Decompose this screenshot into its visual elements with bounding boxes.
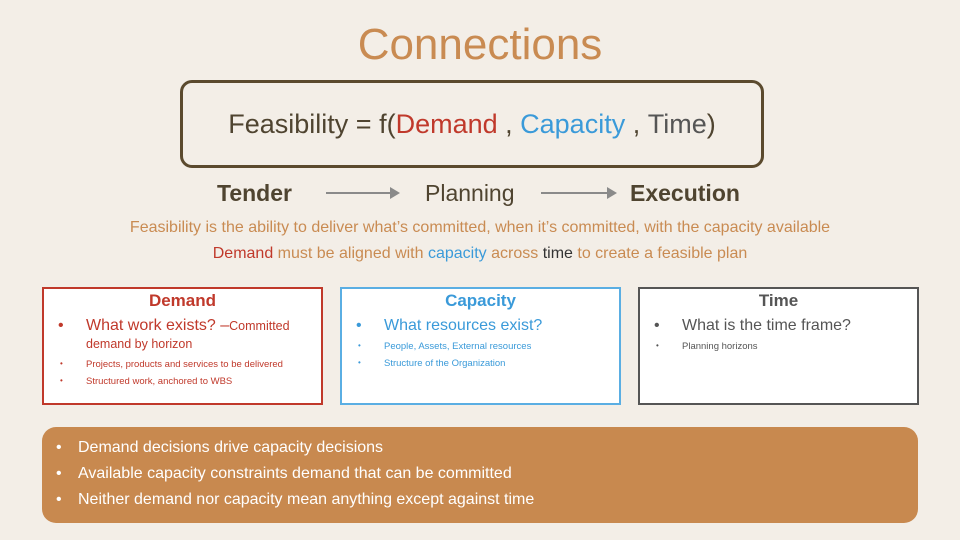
formula-prefix: Feasibility = f( xyxy=(228,108,396,139)
formula-suffix: ) xyxy=(706,108,716,139)
capacity-item: Structure of the Organization xyxy=(384,358,506,369)
bullet-icon: • xyxy=(656,341,659,350)
alignment-statement: Demand must be aligned with capacity acr… xyxy=(0,245,960,263)
bullet-icon: • xyxy=(654,317,660,334)
flow-planning: Planning xyxy=(425,180,515,206)
statement-capacity: capacity xyxy=(427,245,487,262)
key-points-banner: • Demand decisions drive capacity decisi… xyxy=(42,427,918,523)
list-item: • Projects, products and services to be … xyxy=(58,359,315,370)
time-item: Planning horizons xyxy=(682,341,758,352)
capacity-main-question: What resources exist? xyxy=(384,317,543,334)
banner-text: Available capacity constraints demand th… xyxy=(78,465,512,482)
process-flow: Tender Planning Execution xyxy=(0,180,960,210)
demand-box: Demand • What work exists? –Committed de… xyxy=(42,287,323,405)
bullet-icon: • xyxy=(60,359,63,368)
bullet-icon: • xyxy=(60,376,63,385)
list-item: • Structured work, anchored to WBS xyxy=(58,376,315,387)
capacity-box: Capacity • What resources exist? • Peopl… xyxy=(340,287,621,405)
demand-item: Structured work, anchored to WBS xyxy=(86,376,233,387)
formula-capacity: Capacity xyxy=(520,108,626,139)
demand-main-question: What work exists? – xyxy=(86,317,230,334)
statement-part-2: across xyxy=(486,245,543,262)
statement-demand: Demand xyxy=(212,245,274,262)
feasibility-definition: Feasibility is the ability to deliver wh… xyxy=(129,219,831,236)
formula-sep-1: , xyxy=(497,108,521,139)
statement-part-3: to create a feasible plan xyxy=(572,245,748,262)
list-item: • What resources exist? xyxy=(356,317,613,335)
time-box-title: Time xyxy=(758,291,799,310)
list-item: • Structure of the Organization xyxy=(356,358,613,369)
formula-box: Feasibility = f(Demand , Capacity , Time… xyxy=(180,80,764,168)
banner-item: • Neither demand nor capacity mean anyth… xyxy=(56,489,904,515)
demand-item: Projects, products and services to be de… xyxy=(86,359,283,370)
time-box: Time • What is the time frame? • Plannin… xyxy=(638,287,919,405)
slide-title: Connections xyxy=(357,20,603,69)
arrow-right-icon xyxy=(326,187,400,199)
bullet-icon: • xyxy=(56,439,62,456)
statement-time: time xyxy=(542,245,573,262)
list-item: • What is the time frame? xyxy=(654,317,911,335)
demand-main-extra: Committed demand by horizon xyxy=(86,319,290,351)
bullet-icon: • xyxy=(358,358,361,367)
capacity-item: People, Assets, External resources xyxy=(384,341,532,352)
bullet-icon: • xyxy=(356,317,362,334)
flow-tender: Tender xyxy=(217,180,292,206)
formula-demand: Demand xyxy=(395,108,498,139)
demand-box-title: Demand xyxy=(148,291,217,310)
bullet-icon: • xyxy=(56,491,62,508)
bullet-icon: • xyxy=(58,317,64,334)
list-item: • Planning horizons xyxy=(654,341,911,352)
banner-item: • Available capacity constraints demand … xyxy=(56,463,904,489)
bullet-icon: • xyxy=(358,341,361,350)
list-item: • People, Assets, External resources xyxy=(356,341,613,352)
banner-item: • Demand decisions drive capacity decisi… xyxy=(56,437,904,463)
statement-part-1: must be aligned with xyxy=(273,245,428,262)
arrow-right-icon xyxy=(541,187,617,199)
capacity-box-title: Capacity xyxy=(445,291,516,310)
flow-execution: Execution xyxy=(630,180,740,206)
time-main-question: What is the time frame? xyxy=(682,317,851,334)
formula-time: Time xyxy=(647,108,707,139)
banner-text: Neither demand nor capacity mean anythin… xyxy=(78,491,535,508)
banner-text: Demand decisions drive capacity decision… xyxy=(78,439,384,456)
formula-sep-2: , xyxy=(625,108,648,139)
list-item: • What work exists? –Committed demand by… xyxy=(58,317,315,353)
bullet-icon: • xyxy=(56,465,62,482)
